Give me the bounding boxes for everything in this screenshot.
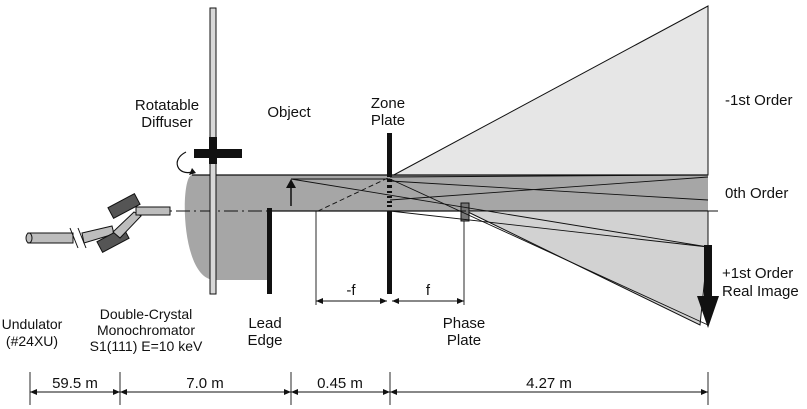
real-image-arrow-icon <box>697 296 719 328</box>
label-mono-spec: S1(111) E=10 keV <box>90 338 203 354</box>
lead-edge <box>267 208 272 294</box>
label-phase-plate: Plate <box>447 332 481 349</box>
distance-label-1: 59.5 m <box>52 375 98 392</box>
label-phase: Phase <box>443 315 486 332</box>
beam-cylinder-bottom <box>184 175 270 280</box>
label-plus-first-order: +1st Order <box>722 265 793 282</box>
label-object: Object <box>267 104 311 121</box>
diffuser-crossbar <box>194 149 242 158</box>
label-minus-first-order: -1st Order <box>725 92 793 109</box>
zone-plate-rings <box>387 179 392 250</box>
label-edge: Edge <box>247 332 282 349</box>
zone-plate-lower <box>387 211 392 294</box>
label-zeroth-order: 0th Order <box>725 185 788 202</box>
label-undulator-id: (#24XU) <box>6 333 58 349</box>
zone-plate-upper <box>387 133 392 177</box>
label-zone-plate: Plate <box>371 112 405 129</box>
diffuser-hub <box>209 137 217 164</box>
ray-lines <box>290 174 709 326</box>
object-arrow-icon <box>286 179 296 188</box>
label-diffuser: Diffuser <box>141 114 192 131</box>
label-double-crystal: Double-Crystal <box>100 306 193 322</box>
distance-scale <box>29 372 709 405</box>
label-minus-f: -f <box>346 282 356 299</box>
distance-label-4: 4.27 m <box>526 375 572 392</box>
monochromator-crystals <box>96 192 171 254</box>
focal-markers <box>315 211 465 305</box>
label-zone: Zone <box>371 95 405 112</box>
label-undulator: Undulator <box>2 316 63 332</box>
distance-label-3: 0.45 m <box>317 375 363 392</box>
real-image-arrow-shaft <box>704 245 712 297</box>
distance-label-2: 7.0 m <box>186 375 224 392</box>
minus-first-order-cone <box>389 5 709 178</box>
rotation-arrowhead-icon <box>189 168 196 175</box>
label-monochromator: Monochromator <box>97 322 195 338</box>
label-rotatable: Rotatable <box>135 97 199 114</box>
zeroth-order-beam <box>192 175 708 211</box>
rotation-arrow-icon <box>176 151 193 174</box>
label-lead: Lead <box>248 315 281 332</box>
label-f: f <box>426 282 431 299</box>
label-real-image: Real Image <box>722 283 799 300</box>
